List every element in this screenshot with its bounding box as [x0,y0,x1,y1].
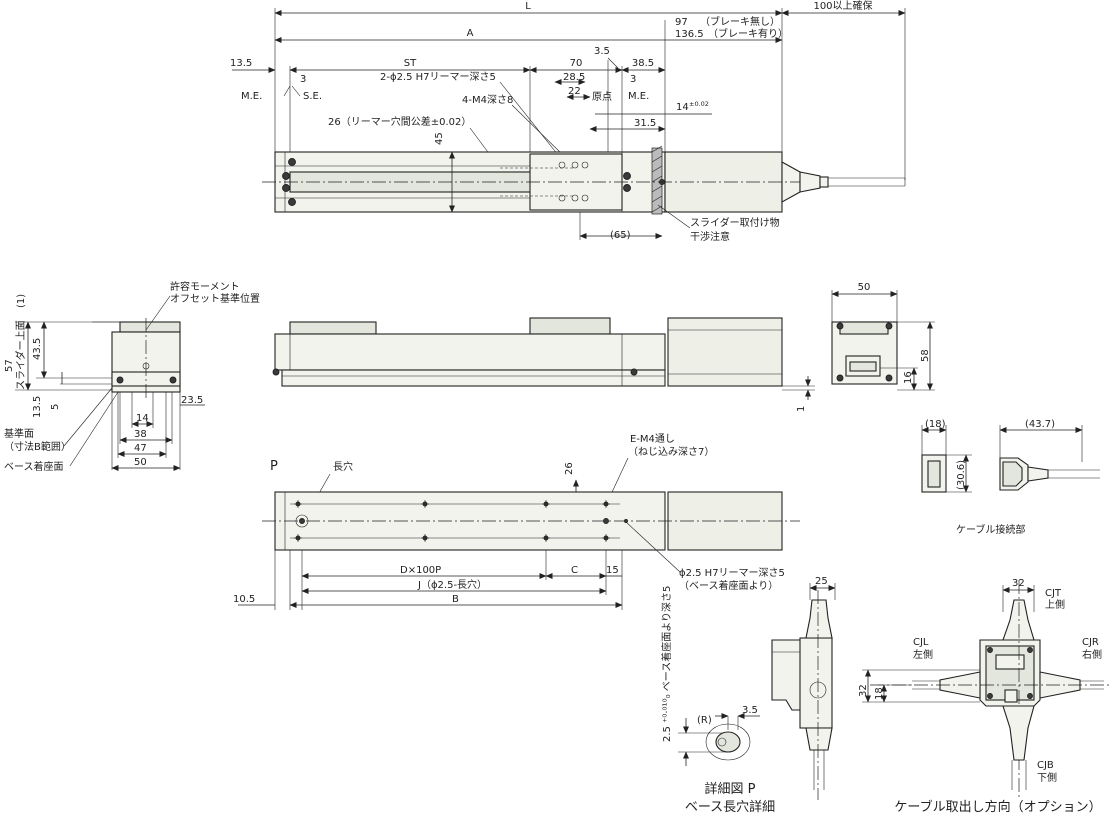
front-view: 1 [272,317,815,412]
m4-depth-label: 4-M4深さ8 [462,94,513,106]
ream-hole-label: 2-ϕ2.5 H7リーマー深さ5 [380,71,496,83]
cjr-label-1: CJR [1082,637,1099,648]
side-dim-38: 38 [134,429,147,440]
dim-38-5: 38.5 [632,58,654,69]
ref-face-label-2: （寸法B範囲） [4,440,71,453]
side-view: (1) 57 スライダー上面 43.5 13.5 5 許容モーメント オフセット… [4,280,260,473]
side-dim-57: 57 [4,359,15,372]
top-view: L 100以上確保 97 （ブレーキ無し） 136.5 （ブレーキ有り） A 1… [230,0,906,243]
slider-note-2: 干渉注意 [690,230,730,243]
e-m4-label-1: E-M4通し [630,433,675,445]
dim-C: C [571,565,578,576]
conn-dim-30-6: (30.6) [956,460,967,490]
dim-136-5: 136.5 [675,29,704,40]
dim-28-5: 28.5 [563,72,585,83]
ME-right: M.E. [628,91,649,102]
cable-connector-views: (18) (30.6) (43.7) ケーブル接続部 [921,419,1100,536]
side-dim-14: 14 [136,413,149,424]
dim-97: 97 [675,17,688,28]
moment-label-1: 許容モーメント [170,280,240,293]
label-P: P [270,459,278,474]
base-face-label: ベース着座面 [4,460,64,473]
conn-caption: ケーブル接続部 [956,523,1025,536]
cable-dim-32-left: 32 [858,684,869,697]
conn-dim-43-7: (43.7) [1025,419,1055,430]
side-dim-43-5: 43.5 [32,338,43,360]
dim-14: 14 [676,102,689,113]
dim-45: 45 [434,132,445,145]
slider-note-1: スライダー取付け物 [690,216,780,229]
dim-31-5: 31.5 [634,118,656,129]
dim-13-5-top: 13.5 [230,58,252,69]
cable-direction-caption: ケーブル取出し方向（オプション） [894,799,1101,815]
dim-65: (65) [610,230,631,241]
bottom-view: P 長穴 E-M4通し （ねじ込み深さ7） 26 D×1 [233,433,800,610]
dim-14-tol: ±0.02 [689,100,709,108]
moment-label-2: オフセット基準位置 [170,292,260,305]
bottom-ream-1: ϕ2.5 H7リーマー深さ5 [679,567,785,579]
detail-caption-1: 詳細図 P [705,781,756,797]
cjl-label-1: CJL [913,637,929,648]
cable-direction-left: 25 [771,576,836,800]
bottom-ream-2: （ベース着座面より） [679,579,778,592]
slot-label: 長穴 [333,460,353,473]
cjl-label-2: 左側 [913,648,933,661]
side-dim-23-5: 23.5 [181,395,203,406]
front-dim-1: 1 [796,406,807,412]
detail-depth-label: 2.5 ⁺⁰·⁰¹⁰₀ ベース着座面より深さ5 [660,586,673,742]
dim-100-clearance: 100以上確保 [813,0,872,12]
cjt-label-1: CJT [1045,588,1062,599]
dim-L: L [525,1,531,12]
bottom-dim-26: 26 [564,462,575,475]
SE-label: S.E. [303,91,322,102]
cable-dim-32-top: 32 [1012,578,1025,589]
dim-3-right: 3 [630,74,636,85]
dim-3-left: 3 [300,74,306,85]
side-dim-1: (1) [16,294,27,308]
conn-dim-18: (18) [925,419,946,430]
end-view: 50 58 16 [831,282,935,391]
detail-dim-3-5: 3.5 [742,705,758,716]
cjb-label-2: 下側 [1037,771,1057,784]
cjb-label-1: CJB [1037,760,1054,771]
origin-label: 原点 [592,91,612,103]
slider-top-label: スライダー上面 [14,320,27,390]
R-label: (R) [697,715,712,726]
ref-face-label-1: 基準面 [4,427,34,440]
end-dim-16: 16 [903,371,914,384]
brake-none: （ブレーキ無し） [700,15,780,28]
pitch-26-label: 26（リーマー穴間公差±0.02） [328,115,471,128]
ME-left: M.E. [241,91,262,102]
side-dim-5: 5 [50,404,61,410]
end-dim-58: 58 [920,349,931,362]
detail-caption-2: ベース長穴詳細 [685,799,775,815]
dim-J-slot: J（ϕ2.5-長穴） [417,578,487,591]
cable-direction-right: 32 CJT 上側 CJL 左側 CJR 右側 CJB 下側 [858,578,1109,815]
dim-B: B [452,594,459,605]
dim-70: 70 [570,58,583,69]
cable-dim-25: 25 [815,576,828,587]
side-dim-13-5: 13.5 [32,396,43,418]
dim-D100P: D×100P [400,565,441,576]
dim-3-5-top: 3.5 [594,46,610,57]
e-m4-label-2: （ねじ込み深さ7） [628,446,714,458]
side-dim-50: 50 [134,457,147,468]
bottom-dim-10-5: 10.5 [233,594,255,605]
detail-P: 2.5 ⁺⁰·⁰¹⁰₀ ベース着座面より深さ5 (R) 3.5 詳細図 P ベー… [660,586,775,815]
cable-dim-18: 18 [874,687,885,700]
side-dim-47: 47 [134,443,147,454]
cjr-label-2: 右側 [1082,648,1102,661]
dim-22: 22 [568,86,581,97]
bottom-dim-15: 15 [606,565,619,576]
dim-ST: ST [404,58,417,69]
dim-A: A [467,28,474,39]
end-dim-50: 50 [858,282,871,293]
brake-with: （ブレーキ有り） [708,27,788,40]
cjt-label-2: 上側 [1045,598,1065,611]
